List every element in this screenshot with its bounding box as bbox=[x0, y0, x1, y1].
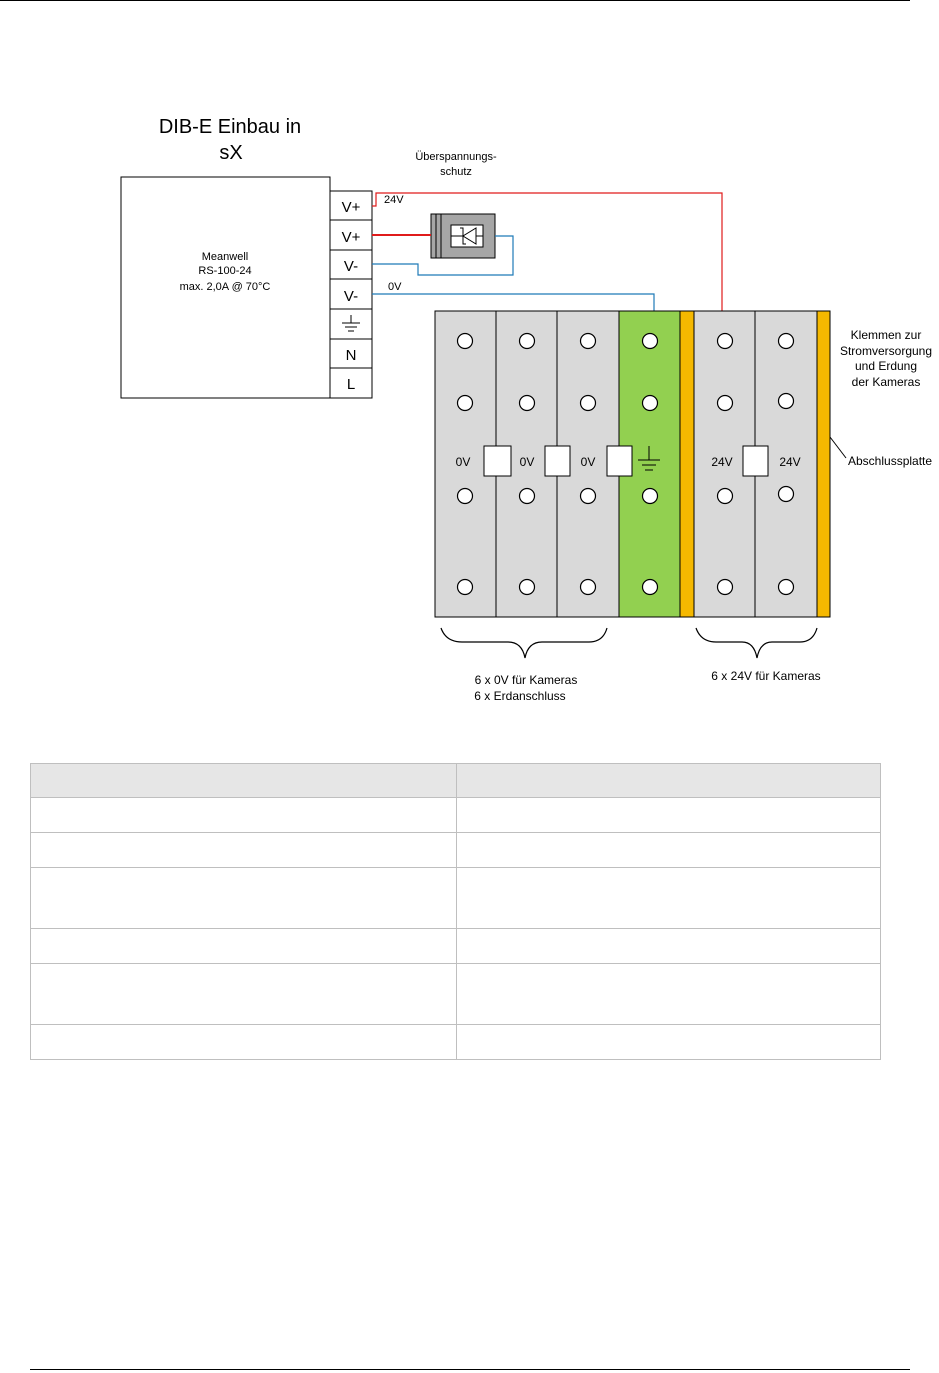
page-header-rule bbox=[0, 0, 910, 1]
table-cell bbox=[30, 832, 457, 868]
surge-label-line1: Überspannungs- bbox=[415, 151, 497, 163]
screw-holes bbox=[456, 332, 795, 596]
brace-right-label: 6 x 24V für Kameras bbox=[711, 669, 820, 683]
table-header-cell bbox=[30, 763, 457, 798]
table-row bbox=[30, 928, 881, 964]
wire-label-24v: 24V bbox=[384, 194, 404, 206]
table-cell bbox=[30, 867, 457, 929]
terminal-label-0v-2: 0V bbox=[520, 455, 535, 469]
callout-clamps-line4: der Kameras bbox=[852, 375, 921, 389]
brace-left-label-line2: 6 x Erdanschluss bbox=[474, 689, 565, 703]
table-cell bbox=[30, 1024, 457, 1060]
wire-label-0v: 0V bbox=[388, 281, 402, 293]
surge-protector-icon bbox=[430, 213, 496, 259]
table-cell bbox=[30, 963, 457, 1025]
psu-terminal-v-minus-1: V- bbox=[344, 258, 358, 275]
wire-24v-red bbox=[372, 192, 723, 340]
table-header-cell bbox=[456, 763, 881, 798]
table-cell bbox=[456, 832, 881, 868]
info-table bbox=[30, 763, 881, 1060]
table-cell bbox=[456, 963, 881, 1025]
psu-name: Meanwell bbox=[202, 251, 248, 263]
wiring-diagram: DIB-E Einbau in sX Überspannungs- schutz… bbox=[120, 116, 932, 703]
page-footer-rule bbox=[30, 1369, 910, 1370]
terminal-label-0v-3: 0V bbox=[581, 455, 596, 469]
callout-clamps-line2: Stromversorgung bbox=[840, 344, 932, 358]
callout-clamps-line1: Klemmen zur bbox=[851, 328, 922, 342]
table-row bbox=[30, 797, 881, 833]
terminal-label-0v-1: 0V bbox=[456, 455, 471, 469]
table-cell bbox=[456, 797, 881, 833]
wire-surge-blue bbox=[372, 235, 514, 276]
terminal-label-24v-2: 24V bbox=[779, 455, 800, 469]
table-row bbox=[30, 867, 881, 929]
callout-end-plate: Abschlussplatte bbox=[848, 454, 932, 468]
terminal-ground-icon bbox=[638, 446, 660, 471]
psu-terminal-n: N bbox=[346, 347, 357, 364]
table-cell bbox=[30, 928, 457, 964]
surge-label-line2: schutz bbox=[440, 166, 472, 178]
callout-end-plate-leader bbox=[829, 436, 847, 459]
psu-terminal-v-minus-2: V- bbox=[344, 288, 358, 305]
psu-terminal-l: L bbox=[347, 376, 355, 393]
table-header-row bbox=[30, 763, 881, 798]
psu-ground-icon bbox=[342, 315, 360, 332]
diagram-title-line1: DIB-E Einbau in bbox=[159, 116, 301, 138]
callout-clamps-line3: und Erdung bbox=[855, 359, 917, 373]
psu-terminal-v-plus-2: V+ bbox=[342, 229, 361, 246]
table-cell bbox=[456, 1024, 881, 1060]
table-cell bbox=[456, 928, 881, 964]
table-row bbox=[30, 1024, 881, 1060]
psu-rating: max. 2,0A @ 70°C bbox=[180, 281, 271, 293]
psu-terminal-v-plus-1: V+ bbox=[342, 199, 361, 216]
table-row bbox=[30, 963, 881, 1025]
terminal-label-24v-1: 24V bbox=[711, 455, 732, 469]
terminal-end-plate-left bbox=[679, 310, 695, 618]
psu-model: RS-100-24 bbox=[198, 265, 251, 277]
brace-right bbox=[695, 627, 818, 659]
brace-left bbox=[440, 627, 608, 659]
terminal-bridges bbox=[483, 445, 769, 477]
table-cell bbox=[456, 867, 881, 929]
terminal-end-plate-right bbox=[816, 310, 831, 618]
power-supply-box bbox=[120, 176, 331, 399]
brace-left-label-line1: 6 x 0V für Kameras bbox=[475, 673, 578, 687]
table-cell bbox=[30, 797, 457, 833]
diagram-title-line2: sX bbox=[219, 142, 242, 164]
table-row bbox=[30, 832, 881, 868]
